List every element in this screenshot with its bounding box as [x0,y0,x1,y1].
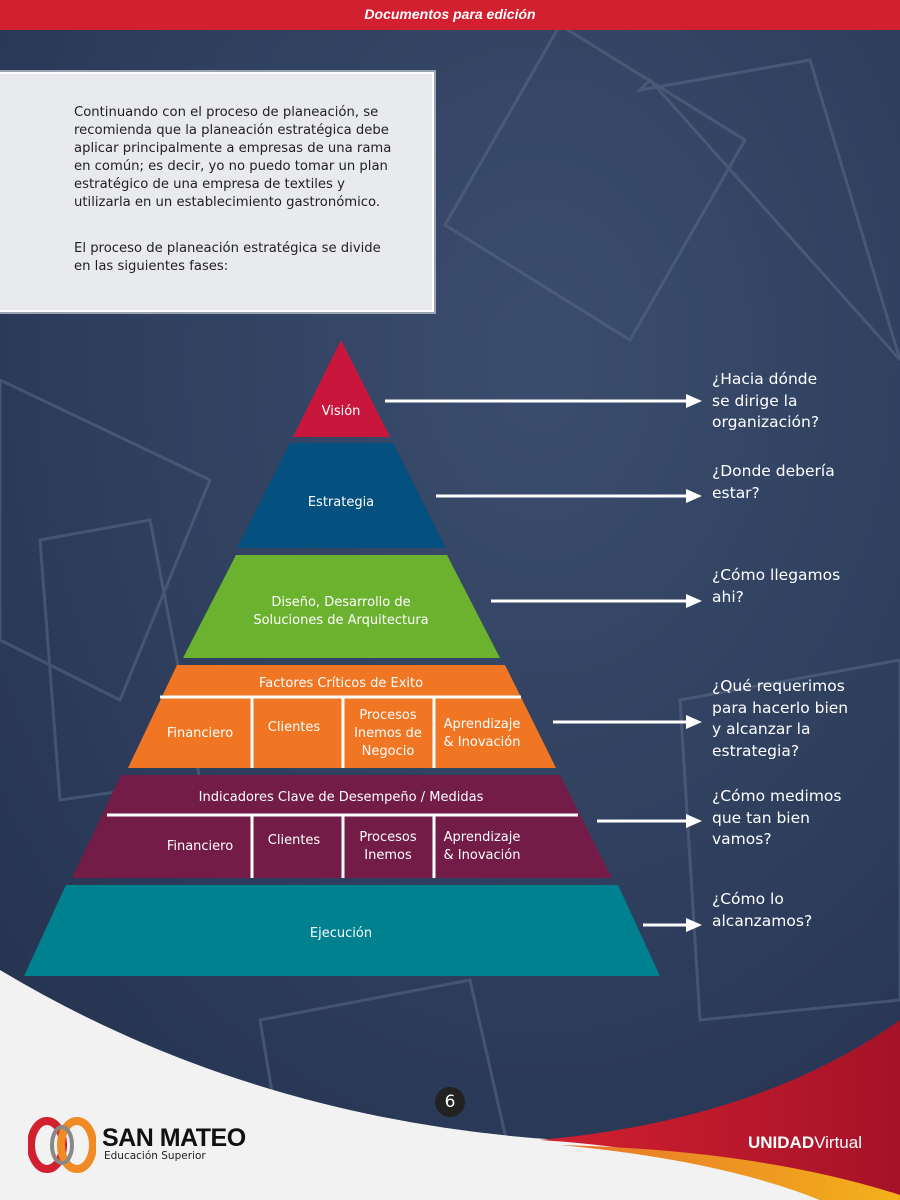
intro-paragraph: Continuando con el proceso de planeación… [74,105,392,210]
label-indicadores: Indicadores Clave de Desempeño / Medidas [199,790,484,805]
factores-cell: Clientes [268,720,321,735]
arrow-icon [643,918,702,932]
arrow-icon [436,489,702,503]
level-ejecucion [24,885,660,976]
factores-cell: Negocio [362,744,415,759]
indicadores-cell: Procesos [359,830,416,845]
indicadores-cell: Financiero [167,839,233,854]
factores-cell: Financiero [167,726,233,741]
indicadores-cell: Clientes [268,833,321,848]
factores-cell: & Inovación [444,735,521,750]
factores-cell: Aprendizaje [444,717,521,732]
arrow-icon [553,715,702,729]
san-mateo-logo-icon [28,1117,96,1173]
header-title: Documentos para edición [0,0,900,30]
brand-subtitle: Educación Superior [104,1150,206,1162]
indicadores-cell: Aprendizaje [444,830,521,845]
unidad-virtual-logo: UNIDADVirtual [748,1133,862,1152]
indicadores-cell: Inemos [364,848,412,863]
page-number: 6 [435,1087,465,1117]
arrow-icon [597,814,702,828]
label-diseno-1: Diseño, Desarrollo de [271,595,410,610]
arrow-icon [385,394,702,408]
label-estrategia: Estrategia [308,495,374,510]
label-diseno-2: Soluciones de Arquitectura [253,613,428,628]
level-estrategia [237,443,446,548]
intro-text-box: Continuando con el proceso de planeación… [0,70,436,314]
arrow-icon [491,594,702,608]
factores-cell: Inemos de [354,726,422,741]
factores-cell: Procesos [359,708,416,723]
label-ejecucion: Ejecución [310,926,372,941]
level-diseno [183,555,500,658]
label-vision: Visión [322,404,361,419]
intro-paragraph: El proceso de planeación estratégica se … [74,241,381,274]
indicadores-cell: & Inovación [444,848,521,863]
brand-name: SAN MATEO [102,1124,246,1152]
label-factores: Factores Críticos de Exito [259,676,423,691]
level-vision [293,340,390,437]
